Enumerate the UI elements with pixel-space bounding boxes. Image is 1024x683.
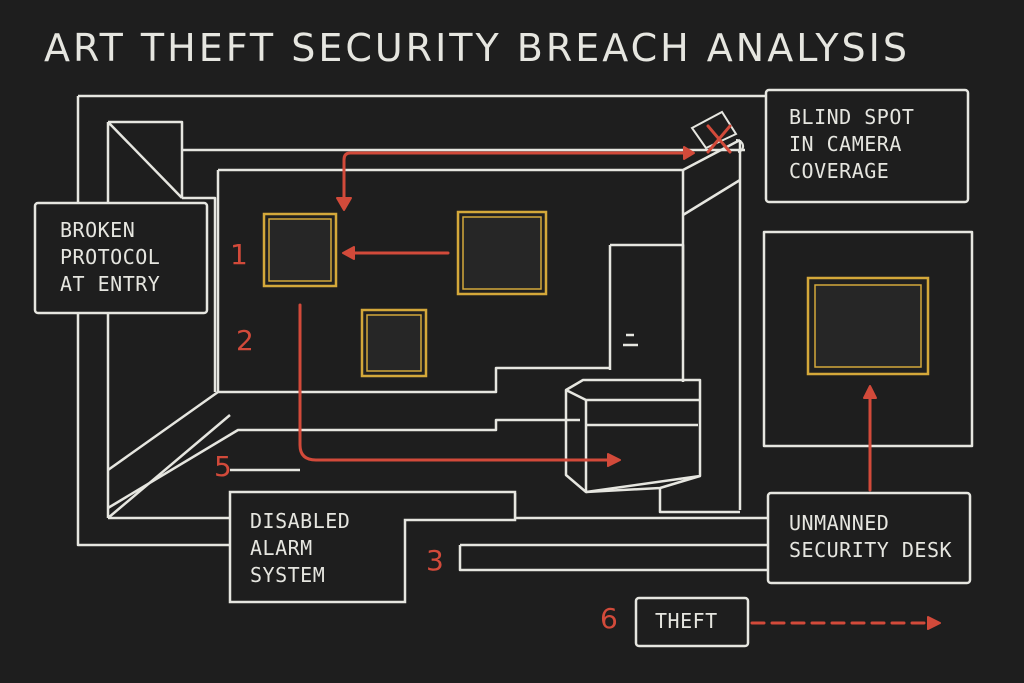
broken-protocol-box	[33, 201, 209, 315]
display-case	[564, 378, 702, 494]
floor-lines	[107, 366, 610, 520]
step-1: 1	[230, 238, 248, 271]
step-6: 6	[600, 602, 618, 635]
arrowhead-1	[336, 197, 352, 211]
unmanned-desk-label: UNMANNED SECURITY DESK	[789, 511, 953, 562]
security-camera-icon	[690, 110, 744, 153]
artworks	[262, 210, 930, 378]
arrowhead-2	[342, 246, 355, 260]
arrowhead-5	[927, 616, 941, 630]
corridor-left	[106, 120, 745, 519]
page-title: ART THEFT SECURITY BREACH ANALYSIS	[44, 26, 910, 70]
theft-box	[634, 596, 750, 648]
case-step	[585, 474, 740, 514]
cross-mark-icon	[706, 124, 732, 154]
theft-label: THEFT	[655, 609, 718, 633]
arrow-camera-to-gallery	[342, 151, 690, 202]
disabled-alarm-box	[228, 490, 517, 604]
step-5: 5	[214, 450, 232, 483]
arrow-frame1-to-case	[298, 303, 614, 462]
arrowhead-camera	[683, 146, 695, 160]
doorway	[608, 243, 685, 382]
blind-spot-label: BLIND SPOT IN CAMERA COVERAGE	[789, 105, 915, 183]
gallery-room	[216, 138, 742, 510]
disabled-alarm-label: DISABLED ALARM SYSTEM	[250, 509, 351, 587]
arrowhead-4	[863, 385, 877, 399]
broken-protocol-label: BROKEN PROTOCOL AT ENTRY	[60, 218, 161, 296]
vault-room	[762, 230, 974, 448]
unmanned-desk-box	[766, 491, 972, 585]
step-2: 2	[236, 324, 254, 357]
blind-spot-box	[764, 88, 970, 204]
step-3: 3	[426, 544, 444, 577]
arrowhead-3	[607, 453, 621, 467]
